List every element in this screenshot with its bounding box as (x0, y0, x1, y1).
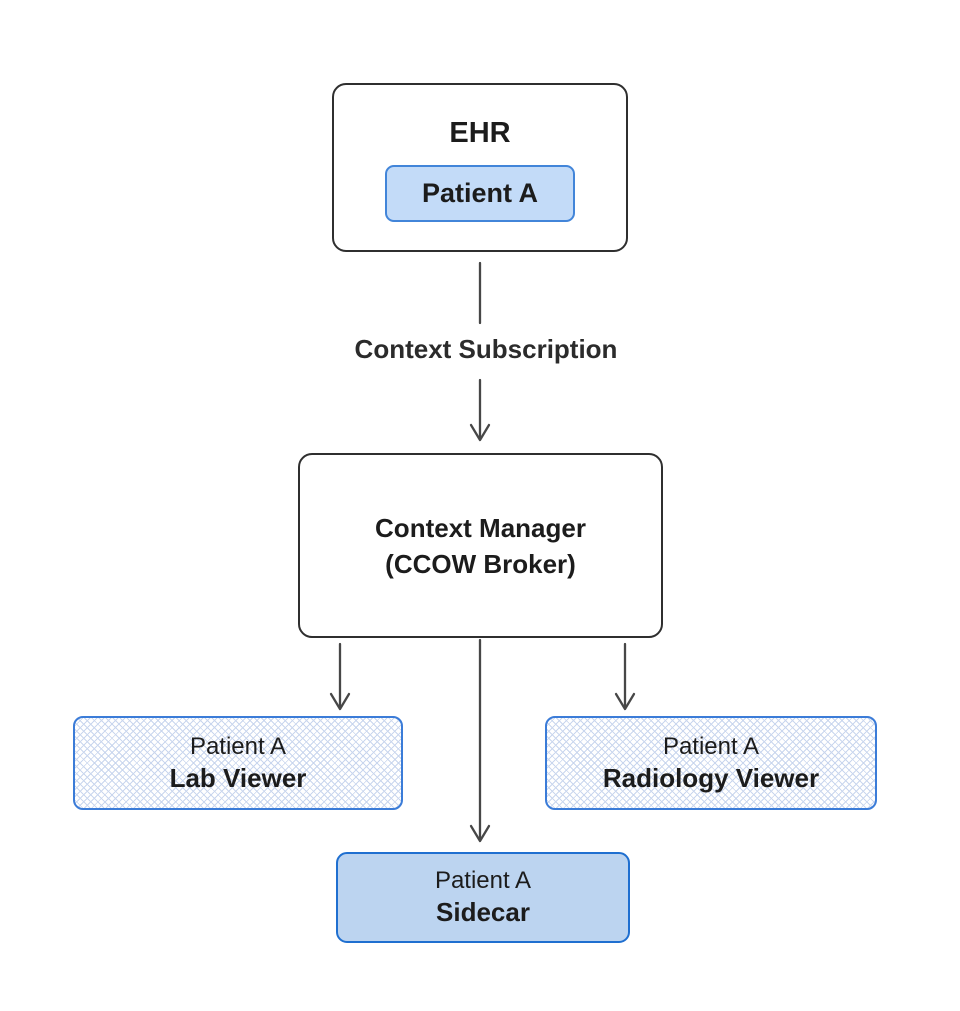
sidecar-title: Sidecar (436, 897, 530, 927)
context-manager-subtitle: (CCOW Broker) (385, 548, 576, 579)
node-radiology-viewer: Patient A Radiology Viewer (545, 716, 877, 810)
radiology-viewer-title: Radiology Viewer (602, 762, 820, 793)
context-manager-title: Context Manager (375, 512, 586, 543)
lab-viewer-patient-label: Patient A (189, 732, 287, 760)
ehr-patient-context-chip: Patient A (385, 165, 575, 222)
node-lab-viewer: Patient A Lab Viewer (73, 716, 403, 810)
radiology-viewer-patient-label: Patient A (662, 732, 760, 760)
node-context-manager: Context Manager (CCOW Broker) (298, 453, 663, 638)
ehr-patient-chip-label: Patient A (421, 178, 538, 208)
lab-viewer-title: Lab Viewer (169, 762, 307, 793)
arrow-manager-to-radiology-viewer (614, 642, 636, 711)
edge-label-context-subscription: Context Subscription (354, 334, 618, 364)
sidecar-patient-label: Patient A (434, 867, 532, 894)
ehr-title: EHR (449, 117, 511, 149)
arrow-manager-to-sidecar (469, 638, 491, 843)
arrow-manager-to-lab-viewer (329, 642, 351, 711)
node-ehr: EHR Patient A (332, 83, 628, 252)
arrow-label-to-manager (469, 378, 491, 442)
node-sidecar: Patient A Sidecar (336, 852, 630, 943)
